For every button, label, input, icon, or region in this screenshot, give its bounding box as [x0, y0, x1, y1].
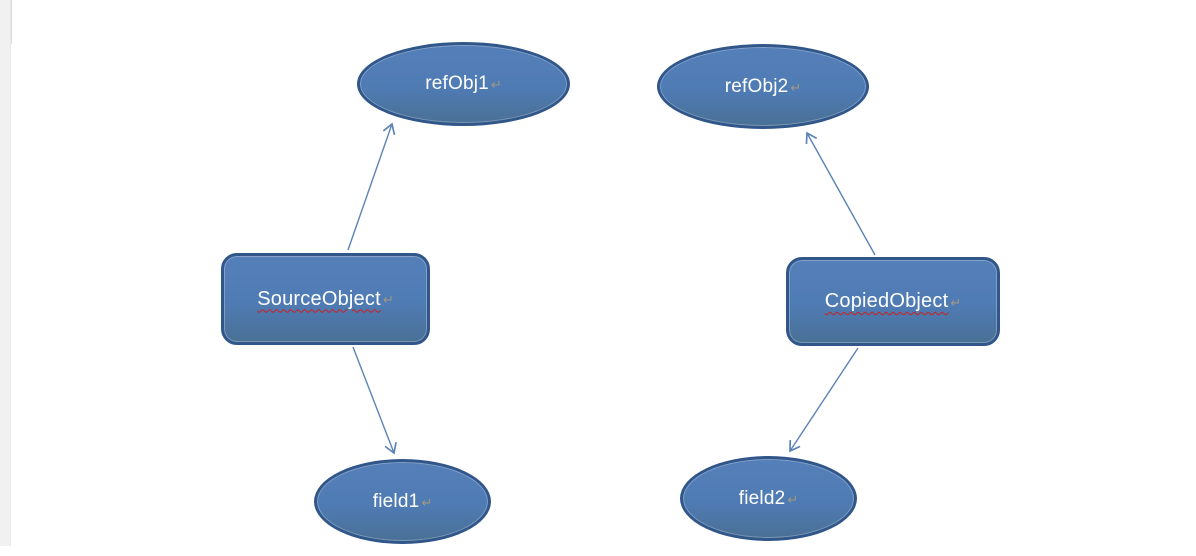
- page-margin-strip: [0, 0, 11, 546]
- connector-copiedobject-to-field2[interactable]: [789, 347, 859, 453]
- node-refobj2[interactable]: refObj2 ↵: [657, 44, 869, 129]
- return-mark-icon: ↵: [790, 79, 802, 95]
- return-mark-icon: ↵: [950, 294, 962, 310]
- connector-copiedobject-to-refobj2[interactable]: [805, 131, 876, 256]
- node-copiedobject-label: CopiedObject: [824, 290, 949, 312]
- node-field1[interactable]: field1 ↵: [314, 459, 491, 544]
- return-mark-icon: ↵: [421, 494, 433, 510]
- node-sourceobject-label: SourceObject: [257, 287, 381, 310]
- return-mark-icon: ↵: [787, 491, 799, 507]
- connector-sourceobject-to-field1[interactable]: [352, 346, 397, 455]
- node-field2[interactable]: field2 ↵: [680, 456, 857, 541]
- node-copiedobject[interactable]: CopiedObject ↵: [786, 257, 1000, 346]
- page-edge-line: [11, 0, 12, 44]
- node-field1-label: field1: [372, 490, 420, 512]
- node-refobj1-label: refObj1: [425, 73, 489, 94]
- return-mark-icon: ↵: [490, 77, 502, 92]
- return-mark-icon: ↵: [382, 292, 394, 307]
- node-refobj2-label: refObj2: [724, 75, 789, 97]
- node-sourceobject[interactable]: SourceObject ↵: [221, 253, 430, 345]
- node-refobj1[interactable]: refObj1 ↵: [357, 42, 570, 126]
- node-field2-label: field2: [738, 487, 786, 509]
- connector-sourceobject-to-refobj1[interactable]: [347, 122, 396, 251]
